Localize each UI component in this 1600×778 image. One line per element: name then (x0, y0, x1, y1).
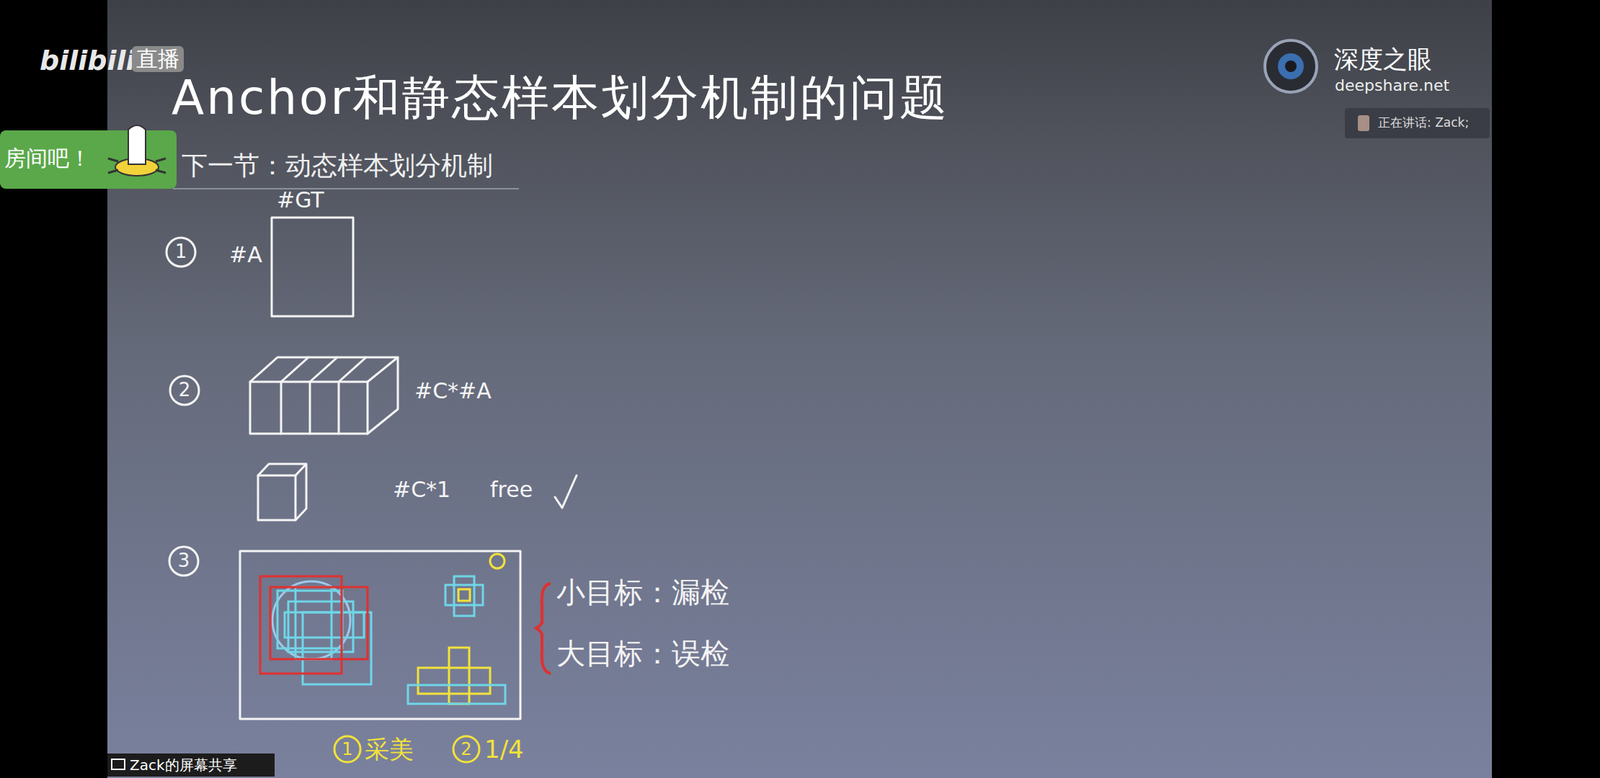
note: 1/4 (484, 735, 524, 765)
note: 采美 (364, 735, 414, 765)
subtitle-rule (172, 188, 519, 190)
brand-logo (1264, 40, 1317, 93)
live-banner (0, 125, 177, 189)
subtitle: 下一节：动态样本划分机制 (181, 149, 493, 181)
callout-number: 2 (178, 379, 191, 402)
share-label: Zack的屏幕共享 (129, 756, 238, 775)
note: free (490, 477, 533, 504)
callout-number: 1 (175, 240, 188, 264)
tensor-size: #C*#A (414, 378, 492, 405)
site-logo: bilibili (39, 44, 136, 78)
callout-number: 2 (460, 739, 472, 761)
anchor-count: #A (229, 242, 263, 269)
callout-number: 3 (178, 549, 191, 573)
speaker-status: 正在讲话: Zack; (1378, 115, 1469, 130)
slide-title: Anchor和静态样本划分机制的问题 (171, 69, 950, 127)
callout-number: 1 (341, 739, 353, 761)
note: 小目标：漏检 (556, 575, 730, 610)
sketch-lines (166, 217, 577, 720)
red-bracket (536, 583, 551, 674)
share-bar (107, 753, 275, 777)
box-label: #GT (276, 187, 325, 214)
banner-text: 房间吧！ (4, 145, 91, 172)
live-badge: 直播 (131, 46, 184, 73)
note: 大目标：误检 (556, 636, 730, 671)
scene-boxes (260, 554, 506, 705)
tensor-size: #C*1 (392, 477, 451, 504)
speaker-panel (1344, 108, 1490, 139)
brand-url: deepshare.net (1334, 76, 1450, 96)
brand-name: 深度之眼 (1334, 44, 1433, 75)
